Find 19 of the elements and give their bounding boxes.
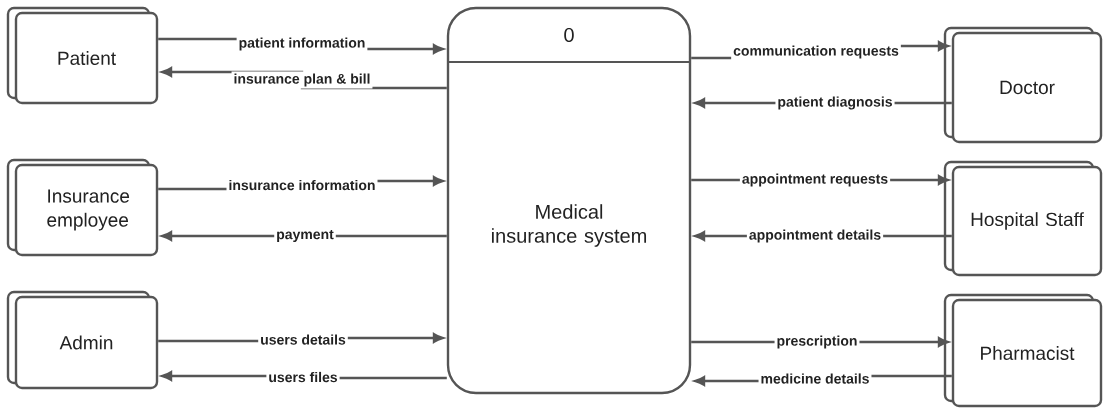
edge-label: payment [274,228,336,245]
process-box: 0 Medical insurance system [446,6,692,395]
entity-box: Hospital Staff [943,160,1103,277]
edge-label: users details [258,332,348,347]
entity-box: Insurance employee [6,158,159,257]
edge-label: appointment details [746,227,884,245]
entity-box: Doctor [943,26,1103,144]
entity-box: Admin [6,290,159,390]
edge-label: insurance plan & bill [231,71,373,89]
edge-label: insurance information [226,177,378,193]
edge-label: appointment requests [739,171,891,189]
edge-label: prescription [774,333,860,351]
edge-label: medicine details [758,371,872,386]
edge-label: patient information [236,35,368,53]
edge-label: users files [266,369,340,385]
edge-label: patient diagnosis [775,94,895,112]
edge-label: communication requests [731,43,901,61]
entity-box: Patient [6,6,159,105]
entity-box: Pharmacist [943,293,1103,408]
